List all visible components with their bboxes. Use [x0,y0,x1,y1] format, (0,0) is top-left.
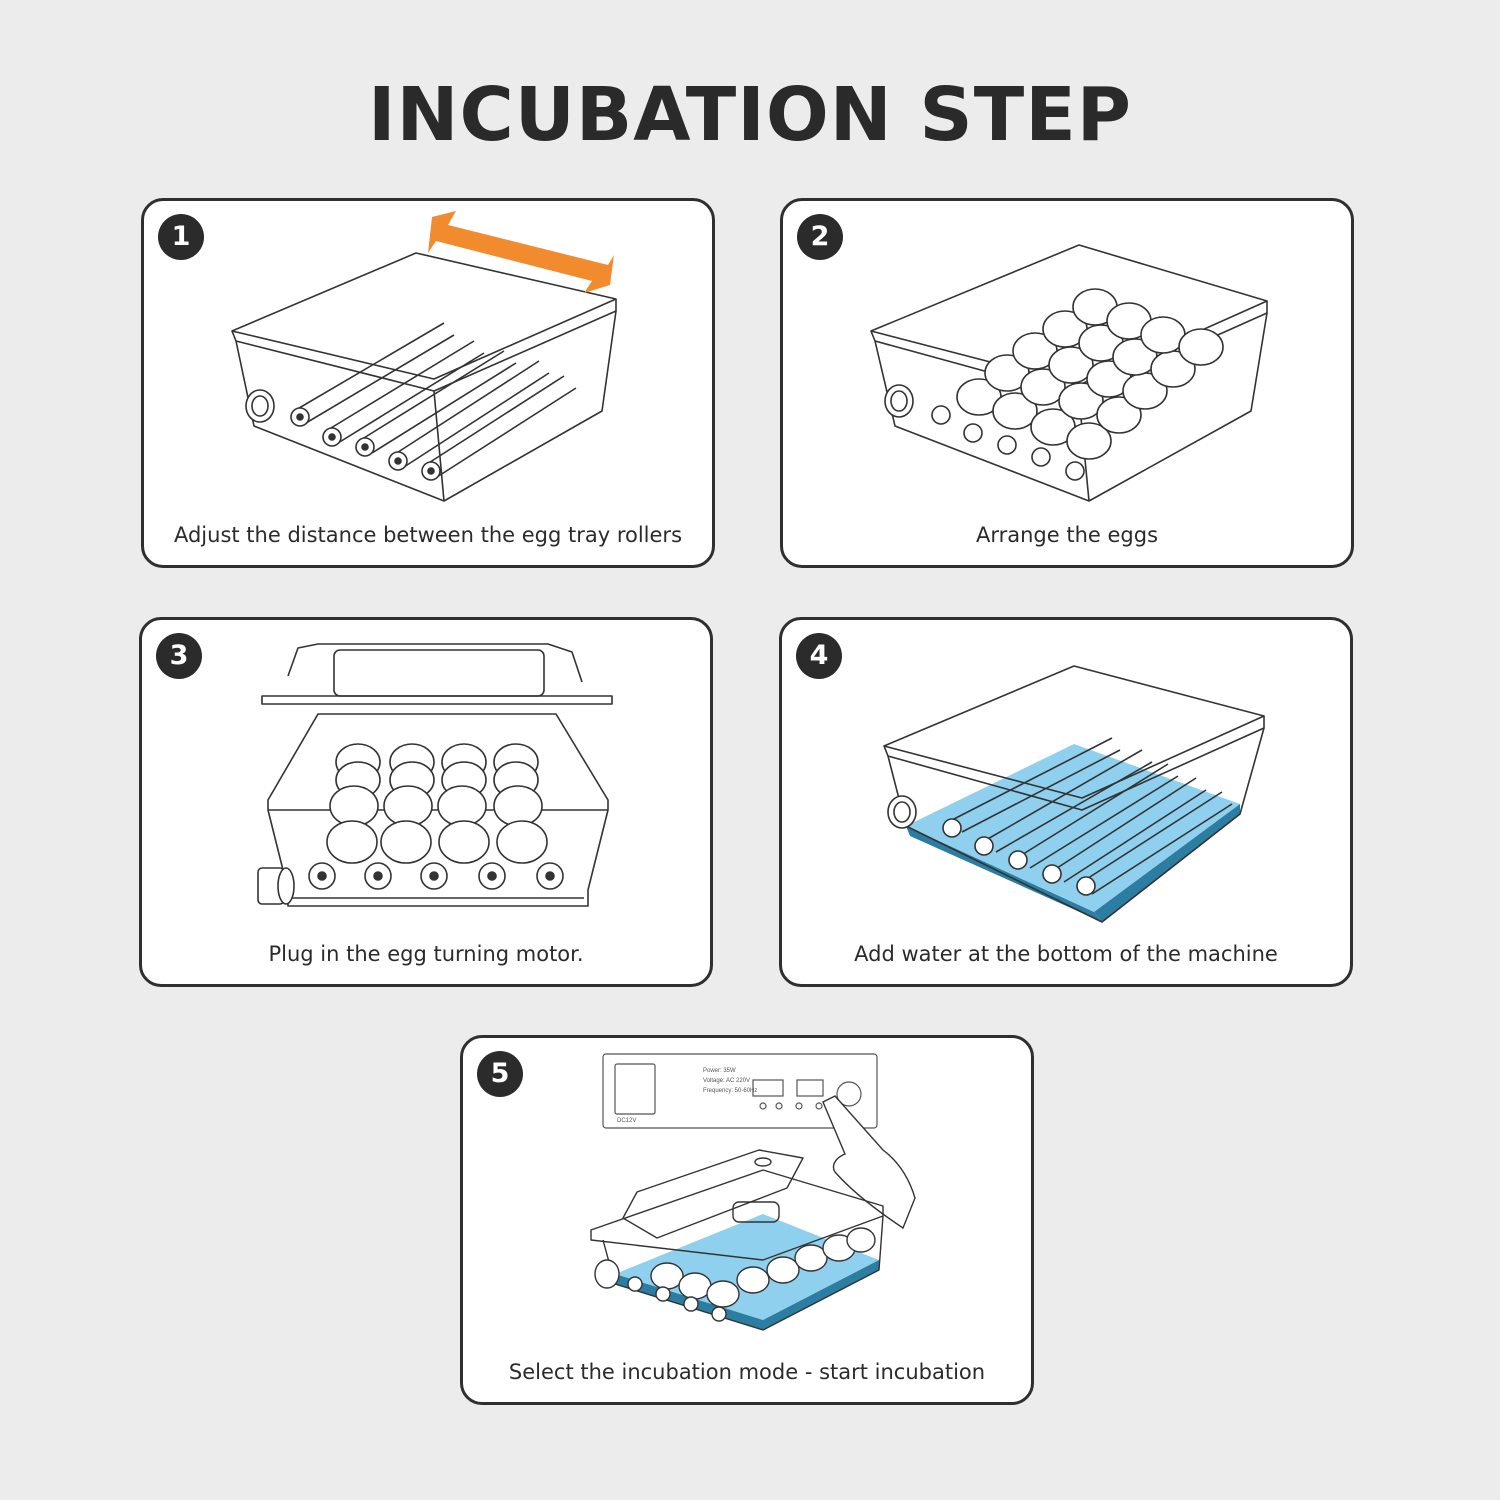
panel-power-text: Power: 35W [703,1068,736,1074]
step-number-badge: 4 [796,633,842,679]
adjust-arrow-icon [428,211,614,293]
step-number-badge: 1 [158,214,204,260]
step-number-badge: 2 [797,214,843,260]
step-caption: Plug in the egg turning motor. [268,942,584,966]
step-card-3: 3 [139,617,713,987]
step-card-5: 5 Power: 35W Voltage: AC 220V Frequency:… [460,1035,1034,1405]
arranged-eggs-illustration [870,244,1268,502]
step-number-badge: 3 [156,633,202,679]
step-caption: Adjust the distance between the egg tray… [173,523,683,547]
control-panel-illustration: Power: 35W Voltage: AC 220V Frequency: 5… [590,1053,916,1331]
panel-voltage-text: Voltage: AC 220V [703,1078,750,1084]
egg-turning-motor-illustration [257,643,613,907]
step-caption: Arrange the eggs [975,523,1159,547]
roller-tray-illustration [231,211,617,502]
step-card-1: 1 [141,198,715,568]
panel-frequency-text: Frequency: 50-60Hz [703,1088,757,1094]
step-card-2: 2 [780,198,1354,568]
panel-dc-text: DC12V [617,1118,636,1124]
step-caption: Add water at the bottom of the machine [854,942,1278,966]
page-title: INCUBATION STEP [368,72,1132,158]
step-caption: Select the incubation mode - start incub… [508,1360,986,1384]
hand-pointer-icon [822,1095,916,1230]
step-card-4: 4 Add water at the bottom o [779,617,1353,987]
step-number-badge: 5 [477,1051,523,1097]
add-water-illustration [883,665,1265,923]
